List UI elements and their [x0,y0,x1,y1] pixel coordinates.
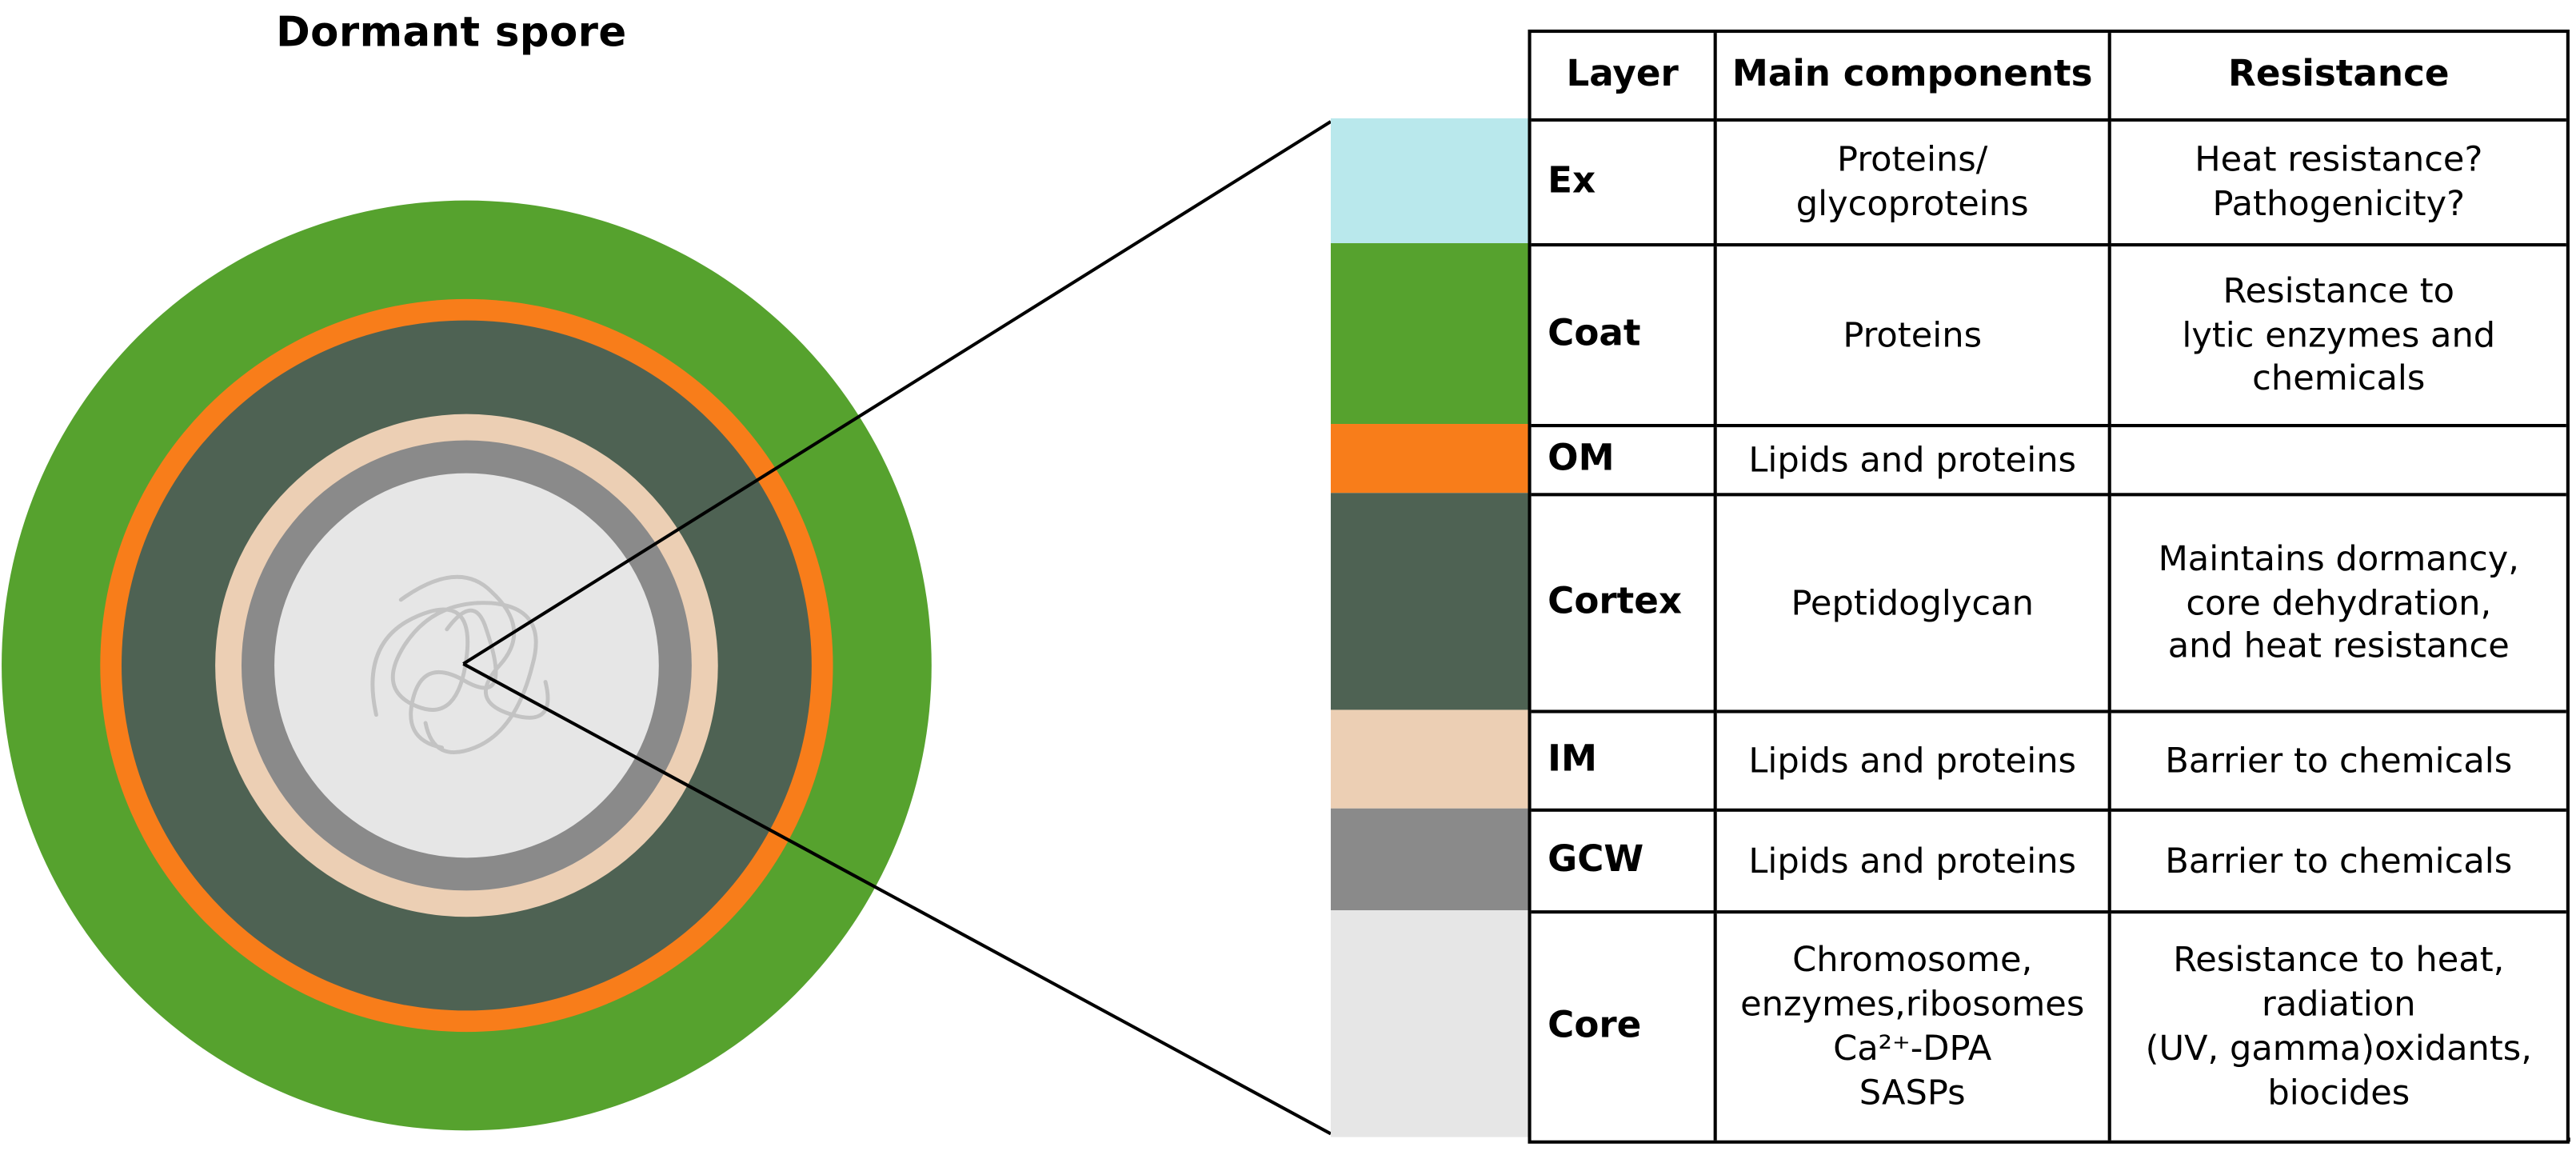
cell-layer: GCW [1531,811,1717,914]
cell-resistance: Barrier to chemicals [2111,713,2566,812]
layer-table: Layer Main components Resistance Ex Prot… [1528,29,2570,1144]
cell-layer: OM [1531,427,1717,497]
stray-period: . [2562,1110,2574,1151]
table-row-ex: Ex Proteins/ glycoproteins Heat resistan… [1531,122,2566,247]
swatch-gcw [1330,808,1528,911]
table-row-om: OM Lipids and proteins [1531,427,2566,497]
cell-components: Lipids and proteins [1716,811,2111,914]
cell-components: Chromosome, enzymes,ribosomes Ca²⁺-DPA S… [1717,913,2111,1141]
swatch-core [1330,910,1528,1137]
swatch-coat [1330,243,1528,425]
cell-resistance: Maintains dormancy, core dehydration, an… [2111,496,2566,713]
cell-layer: Coat [1531,246,1717,428]
table-row-core: Core Chromosome, enzymes,ribosomes Ca²⁺-… [1532,913,2566,1141]
cell-components: Peptidoglycan [1716,496,2111,713]
table-row-cortex: Cortex Peptidoglycan Maintains dormancy,… [1531,496,2566,713]
swatch-im [1330,709,1528,809]
cell-resistance: Barrier to chemicals [2111,812,2566,914]
header-components: Main components [1716,33,2111,122]
cell-resistance [2111,427,2566,497]
table-row-im: IM Lipids and proteins Barrier to chemic… [1531,713,2566,812]
cell-components: Proteins [1716,246,2111,428]
cell-resistance: Heat resistance? Pathogenicity? [2111,122,2566,247]
header-layer: Layer [1531,33,1717,122]
cell-layer: Cortex [1531,496,1717,713]
table-header-row: Layer Main components Resistance [1531,33,2566,122]
cell-components: Proteins/ glycoproteins [1716,122,2111,247]
swatch-om [1330,424,1528,494]
cell-resistance: Resistance to heat, radiation (UV, gamma… [2145,940,2532,1113]
table-row-gcw: GCW Lipids and proteins Barrier to chemi… [1531,811,2566,914]
cell-layer: IM [1531,713,1717,812]
cell-layer: Ex [1531,122,1717,247]
cell-components: Lipids and proteins [1716,427,2111,497]
cell-components: Lipids and proteins [1716,713,2111,812]
swatch-ex [1330,118,1528,244]
page-title: Dormant spore [276,8,627,56]
cell-layer: Core [1532,913,1717,1141]
swatch-cortex [1330,493,1528,710]
layer-color-strip [1330,30,1528,1137]
table-row-coat: Coat Proteins Resistance to lytic enzyme… [1531,246,2566,428]
cell-resistance: Resistance to lytic enzymes and chemical… [2111,246,2566,428]
layer-legend-panel: Layer Main components Resistance Ex Prot… [1330,29,2570,1144]
strip-header-spacer [1331,30,1528,118]
header-resistance: Resistance [2111,33,2566,122]
chromosome-squiggle [370,574,550,755]
